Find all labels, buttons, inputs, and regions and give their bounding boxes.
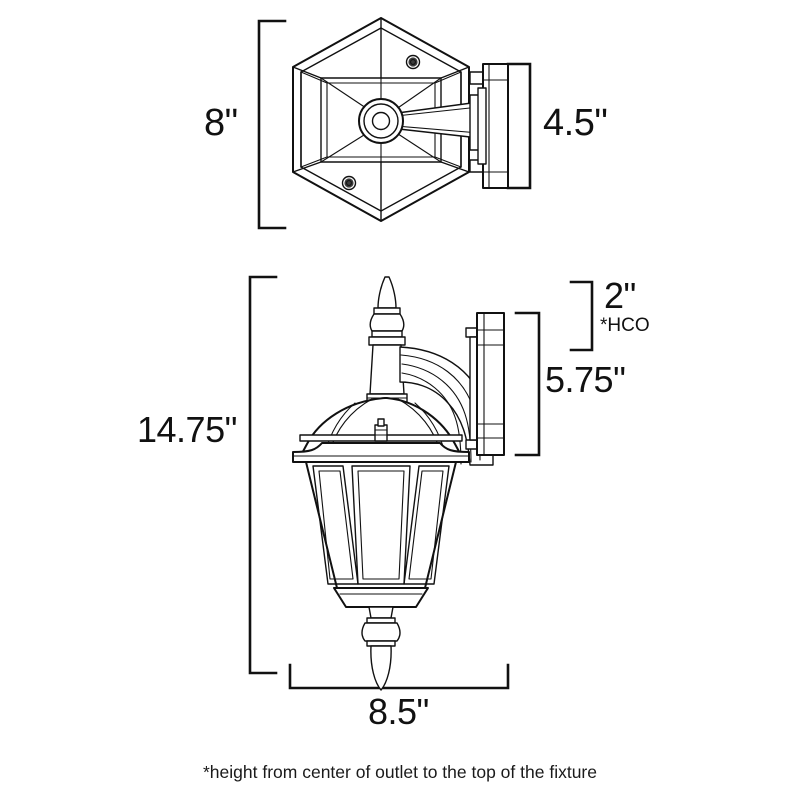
top-view-screw-lower [341,175,357,191]
top-view-left-band [292,66,302,173]
side-view-fixture [292,276,505,691]
dimension-label-5p75in: 5.75" [545,359,626,400]
side-view-top-finial [366,276,408,403]
top-view-corner-seams [292,17,470,222]
footnote-text: *height from center of outlet to the top… [203,762,597,782]
top-view-wall-plate [469,63,509,189]
top-view-mount-arm [389,101,480,139]
dimension-bracket-2in-hco [569,280,594,352]
side-view-bottom-collar [333,587,429,608]
side-view-latch [374,418,388,442]
dimension-bracket-8in [257,19,287,230]
dimension-bracket-8p5in [288,663,510,690]
dimension-bracket-14p75in [248,275,278,675]
side-view-wall-plate [465,312,505,456]
dimension-label-8in: 8" [204,102,238,144]
dimension-label-8p5in: 8.5" [368,691,429,732]
top-view-screw-upper [405,54,421,70]
dimension-label-14p75in: 14.75" [137,409,237,450]
dimension-label-hco: *HCO [600,315,650,336]
top-view-fixture [292,17,509,222]
top-view-center-hub [358,98,404,144]
side-view-roof-brim [292,442,470,463]
side-view-bottom-finial [361,606,401,691]
dimension-bracket-4p5in [506,62,532,190]
dimension-label-4p5in: 4.5" [543,102,608,144]
side-view-glass-cage [305,461,457,589]
dimension-label-2in: 2" [604,275,636,316]
dimension-bracket-5p75in [514,311,541,457]
